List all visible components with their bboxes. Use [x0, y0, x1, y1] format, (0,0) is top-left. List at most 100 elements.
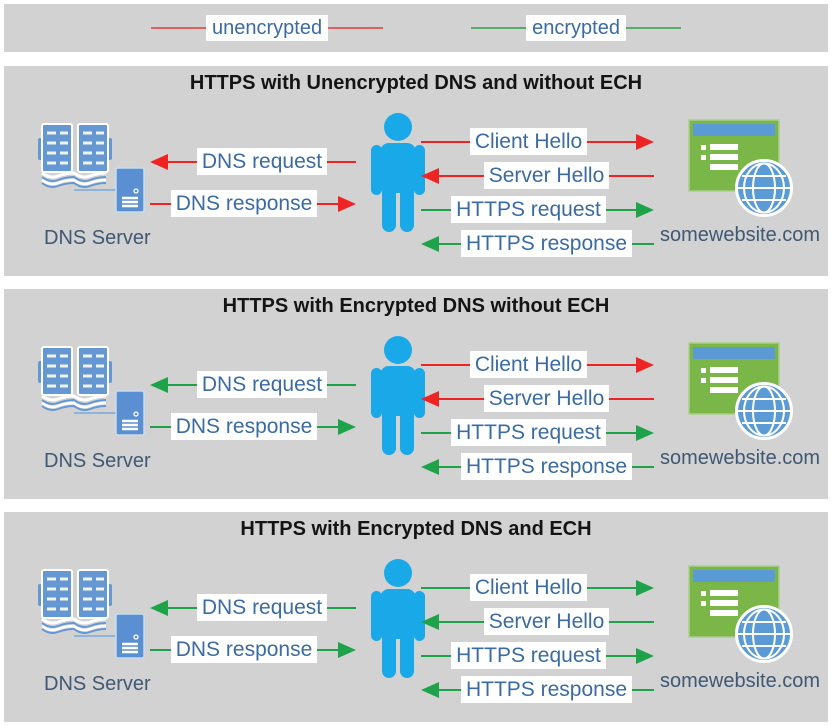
- arrowhead-right-icon: [636, 647, 654, 664]
- website-icon: [687, 118, 796, 224]
- arrow-https-response: HTTPS response: [421, 230, 654, 257]
- panel-title: HTTPS with Encrypted DNS without ECH: [222, 295, 610, 317]
- panel-unencrypted-dns-no-ech: HTTPS with Unencrypted DNS and without E…: [4, 66, 828, 276]
- legend-line-unencrypted: [151, 27, 207, 29]
- legend-label-encrypted: encrypted: [526, 15, 626, 41]
- arrow-label: DNS request: [196, 371, 328, 398]
- arrow-label: HTTPS response: [460, 230, 633, 257]
- book-server-connector-line: [74, 635, 118, 637]
- arrowhead-left-icon: [150, 599, 168, 616]
- arrowhead-left-icon: [421, 390, 439, 407]
- arrowhead-right-icon: [636, 356, 655, 373]
- arrow-line: [421, 208, 452, 211]
- arrow-line: [609, 174, 655, 177]
- arrow-label: HTTPS request: [451, 196, 606, 223]
- arrow-label: Server Hello: [483, 162, 610, 189]
- dns-book-icon: [38, 568, 112, 634]
- website-label: somewebsite.com: [660, 224, 821, 246]
- arrow-https-request: HTTPS request: [421, 196, 654, 223]
- arrow-label: Client Hello: [469, 351, 588, 378]
- arrow-line: [632, 242, 654, 245]
- arrow-client-hello: Client Hello: [421, 128, 655, 155]
- arrowhead-right-icon: [636, 133, 655, 150]
- arrowhead-left-icon: [421, 167, 439, 184]
- website-label: somewebsite.com: [660, 447, 821, 469]
- arrow-dns-response: DNS response: [150, 190, 356, 217]
- dns-server-label: DNS Server: [44, 227, 151, 249]
- arrowhead-left-icon: [421, 458, 439, 475]
- arrow-line: [327, 383, 356, 386]
- legend-item-unencrypted: unencrypted: [151, 15, 384, 41]
- arrow-line: [317, 202, 338, 205]
- arrow-line: [439, 397, 484, 400]
- arrow-label: Client Hello: [469, 574, 588, 601]
- arrow-https-response: HTTPS response: [421, 676, 654, 703]
- book-server-connector-line: [74, 189, 118, 191]
- arrow-line: [609, 620, 655, 623]
- arrow-label: Server Hello: [483, 385, 610, 412]
- arrow-client-hello: Client Hello: [421, 351, 655, 378]
- arrowhead-left-icon: [150, 376, 168, 393]
- arrow-line: [587, 140, 637, 143]
- arrow-line: [150, 202, 171, 205]
- legend-item-encrypted: encrypted: [471, 15, 681, 41]
- arrow-dns-request: DNS request: [150, 594, 356, 621]
- arrow-client-hello: Client Hello: [421, 574, 655, 601]
- dns-server-label: DNS Server: [44, 673, 151, 695]
- dns-server-label: DNS Server: [44, 450, 151, 472]
- browser-globe-icon: [687, 564, 793, 663]
- arrow-line: [439, 688, 461, 691]
- dns-server-icon: [115, 167, 145, 213]
- legend-line-unencrypted: [328, 27, 384, 29]
- arrow-dns-request: DNS request: [150, 148, 356, 175]
- arrowhead-right-icon: [338, 418, 356, 435]
- arrowhead-right-icon: [636, 579, 655, 596]
- arrow-dns-request: DNS request: [150, 371, 356, 398]
- dns-book-icon: [38, 345, 112, 411]
- arrowhead-left-icon: [421, 681, 439, 698]
- arrowhead-right-icon: [636, 424, 654, 441]
- website-icon: [687, 341, 796, 447]
- arrow-dns-response: DNS response: [150, 413, 356, 440]
- arrow-label: HTTPS response: [460, 676, 633, 703]
- arrow-line: [605, 208, 636, 211]
- arrow-server-hello: Server Hello: [421, 608, 655, 635]
- arrow-line: [421, 586, 470, 589]
- browser-globe-icon: [687, 118, 793, 217]
- legend-line-encrypted: [471, 27, 527, 29]
- arrow-line: [587, 363, 637, 366]
- arrow-line: [150, 648, 171, 651]
- legend-label-unencrypted: unencrypted: [206, 15, 329, 41]
- arrowhead-right-icon: [338, 641, 356, 658]
- arrow-label: DNS request: [196, 594, 328, 621]
- arrow-server-hello: Server Hello: [421, 162, 655, 189]
- legend-bar: unencrypted encrypted: [4, 4, 828, 52]
- arrowhead-left-icon: [421, 613, 439, 630]
- dns-book-icon: [38, 122, 112, 188]
- arrowhead-right-icon: [338, 195, 356, 212]
- arrow-line: [605, 654, 636, 657]
- arrow-line: [439, 174, 484, 177]
- arrow-line: [605, 431, 636, 434]
- panel-title: HTTPS with Unencrypted DNS and without E…: [189, 72, 643, 94]
- arrow-line: [168, 383, 197, 386]
- arrow-server-hello: Server Hello: [421, 385, 655, 412]
- arrow-label: Client Hello: [469, 128, 588, 155]
- arrow-line: [421, 363, 470, 366]
- dns-server-icon: [115, 613, 145, 659]
- arrow-line: [439, 465, 461, 468]
- arrow-https-request: HTTPS request: [421, 419, 654, 446]
- arrow-line: [439, 620, 484, 623]
- arrow-label: DNS response: [170, 413, 318, 440]
- arrow-line: [439, 242, 461, 245]
- panel-encrypted-dns-and-ech: HTTPS with Encrypted DNS and ECH DNS Ser…: [4, 512, 828, 722]
- arrow-https-request: HTTPS request: [421, 642, 654, 669]
- arrow-line: [609, 397, 655, 400]
- arrow-line: [421, 431, 452, 434]
- arrow-label: HTTPS response: [460, 453, 633, 480]
- arrow-label: HTTPS request: [451, 419, 606, 446]
- dns-server-icon: [115, 390, 145, 436]
- arrow-label: DNS request: [196, 148, 328, 175]
- arrow-line: [587, 586, 637, 589]
- arrow-line: [317, 425, 338, 428]
